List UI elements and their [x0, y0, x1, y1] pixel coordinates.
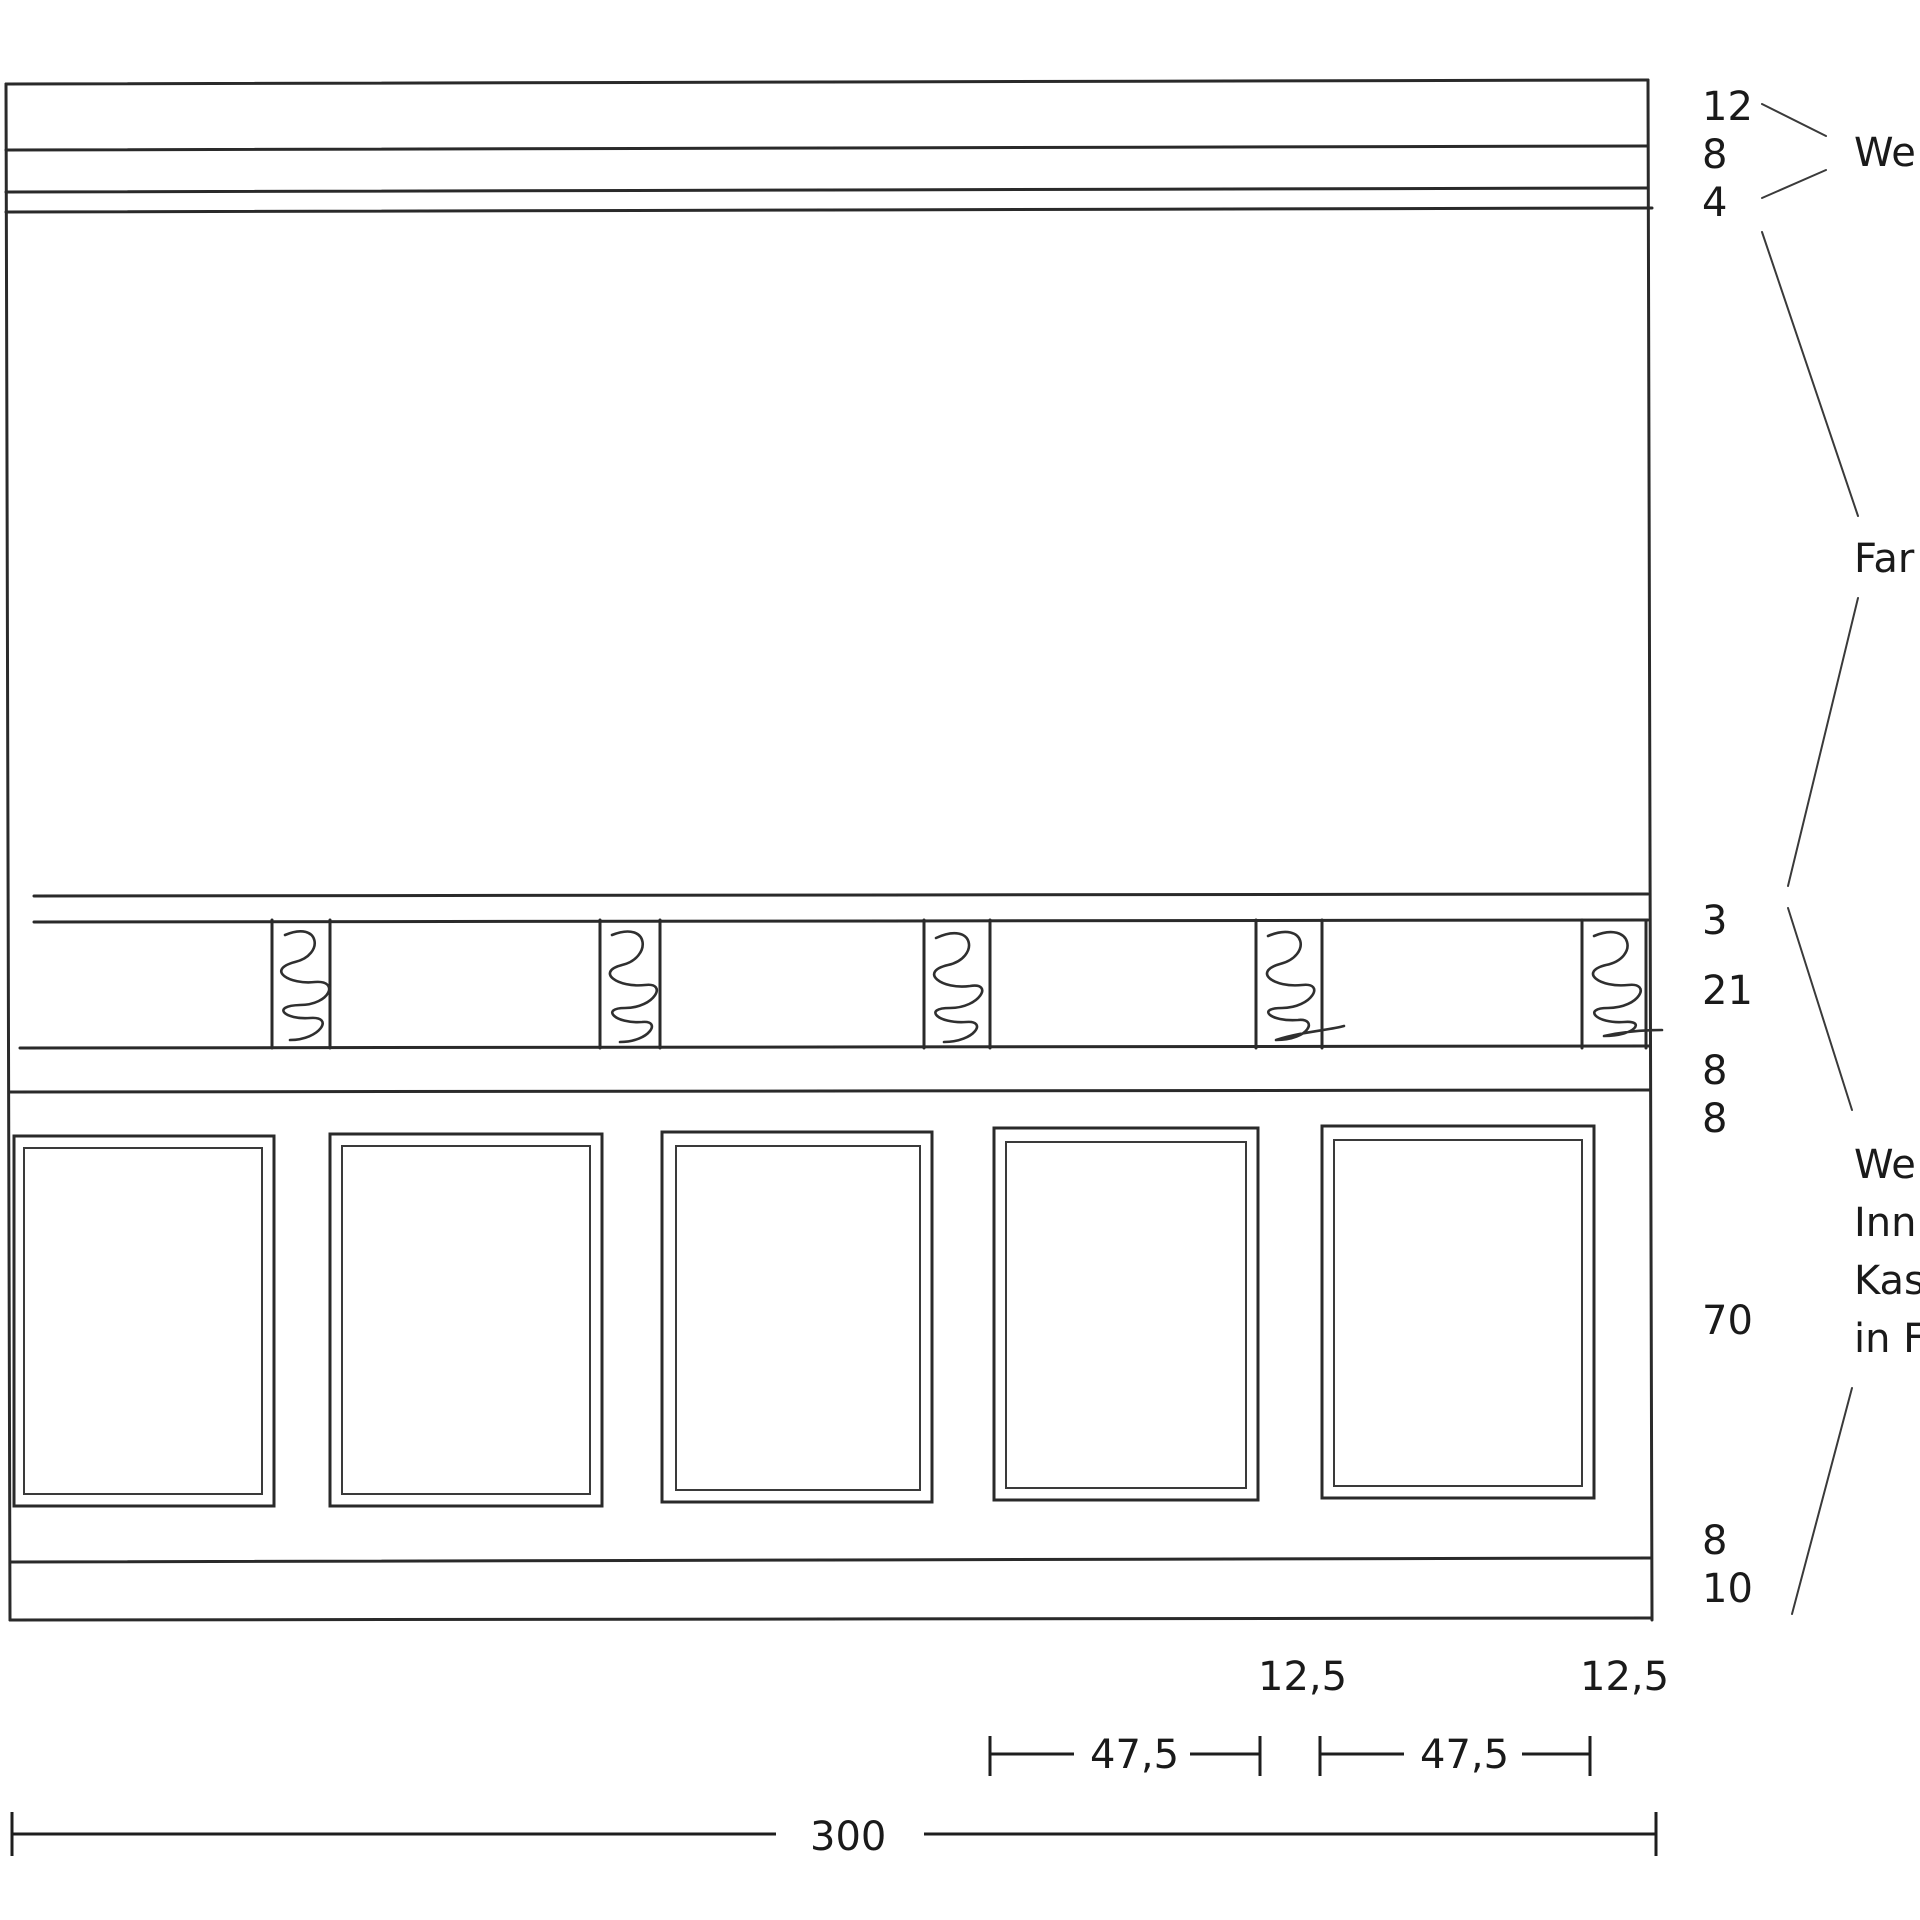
- side-notes: We Far We Inn Kas in F: [1854, 130, 1920, 1362]
- frieze-ornament-2: [598, 918, 662, 1050]
- note-bottom-line-4: in F: [1854, 1316, 1920, 1362]
- wall-panel-2: [328, 1132, 604, 1508]
- dim-line-total: 300: [10, 1812, 1658, 1860]
- note-top: We: [1854, 130, 1916, 176]
- lower-rails: [8, 1088, 1652, 1564]
- frieze-ornament-3: [922, 918, 992, 1050]
- dim-height-10: 10: [1702, 1566, 1753, 1612]
- dim-height-21: 21: [1702, 968, 1753, 1014]
- dim-gap-right: 12,5: [1580, 1654, 1669, 1700]
- dim-panel-width-b: 47,5: [1420, 1732, 1509, 1778]
- note-bottom-line-1: We: [1854, 1142, 1916, 1188]
- dim-height-4: 4: [1702, 180, 1727, 226]
- wall-outline: [4, 78, 1654, 1622]
- height-dimensions: 12 8 4 3 21 8 8 70 8 10: [1702, 84, 1753, 1612]
- dim-height-8-upper: 8: [1702, 1048, 1727, 1094]
- wall-panel-5: [1320, 1124, 1596, 1500]
- width-dimensions: 12,5 12,5 47,5 47,5 300: [10, 1654, 1669, 1860]
- dim-panel-width-a: 47,5: [1090, 1732, 1179, 1778]
- frieze-ornament-1: [270, 918, 332, 1050]
- dim-gap-left: 12,5: [1258, 1654, 1347, 1700]
- frieze-ornament-4: [1254, 918, 1346, 1050]
- note-bottom-line-3: Kas: [1854, 1258, 1920, 1304]
- leader-lines: [1761, 103, 1859, 1615]
- frieze-band: [18, 892, 1652, 1050]
- wall-panel-4: [992, 1126, 1260, 1502]
- dim-height-12: 12: [1702, 84, 1753, 130]
- dim-height-8: 8: [1702, 132, 1727, 178]
- dim-line-panel-b: 47,5: [1318, 1732, 1592, 1778]
- wall-panel-3: [660, 1130, 934, 1504]
- dim-height-8-base: 8: [1702, 1518, 1727, 1564]
- dim-line-panel-a: 47,5: [988, 1732, 1262, 1778]
- note-middle: Far: [1854, 536, 1915, 582]
- frieze-ornament-5: [1580, 918, 1664, 1050]
- dim-height-3: 3: [1702, 898, 1727, 944]
- wall-panel-1: [12, 1134, 276, 1508]
- dim-height-8-lower: 8: [1702, 1096, 1727, 1142]
- dim-total-width: 300: [810, 1814, 886, 1860]
- note-bottom-line-2: Inn: [1854, 1200, 1917, 1246]
- dim-height-70: 70: [1702, 1298, 1753, 1344]
- cornice-lines: [4, 144, 1654, 214]
